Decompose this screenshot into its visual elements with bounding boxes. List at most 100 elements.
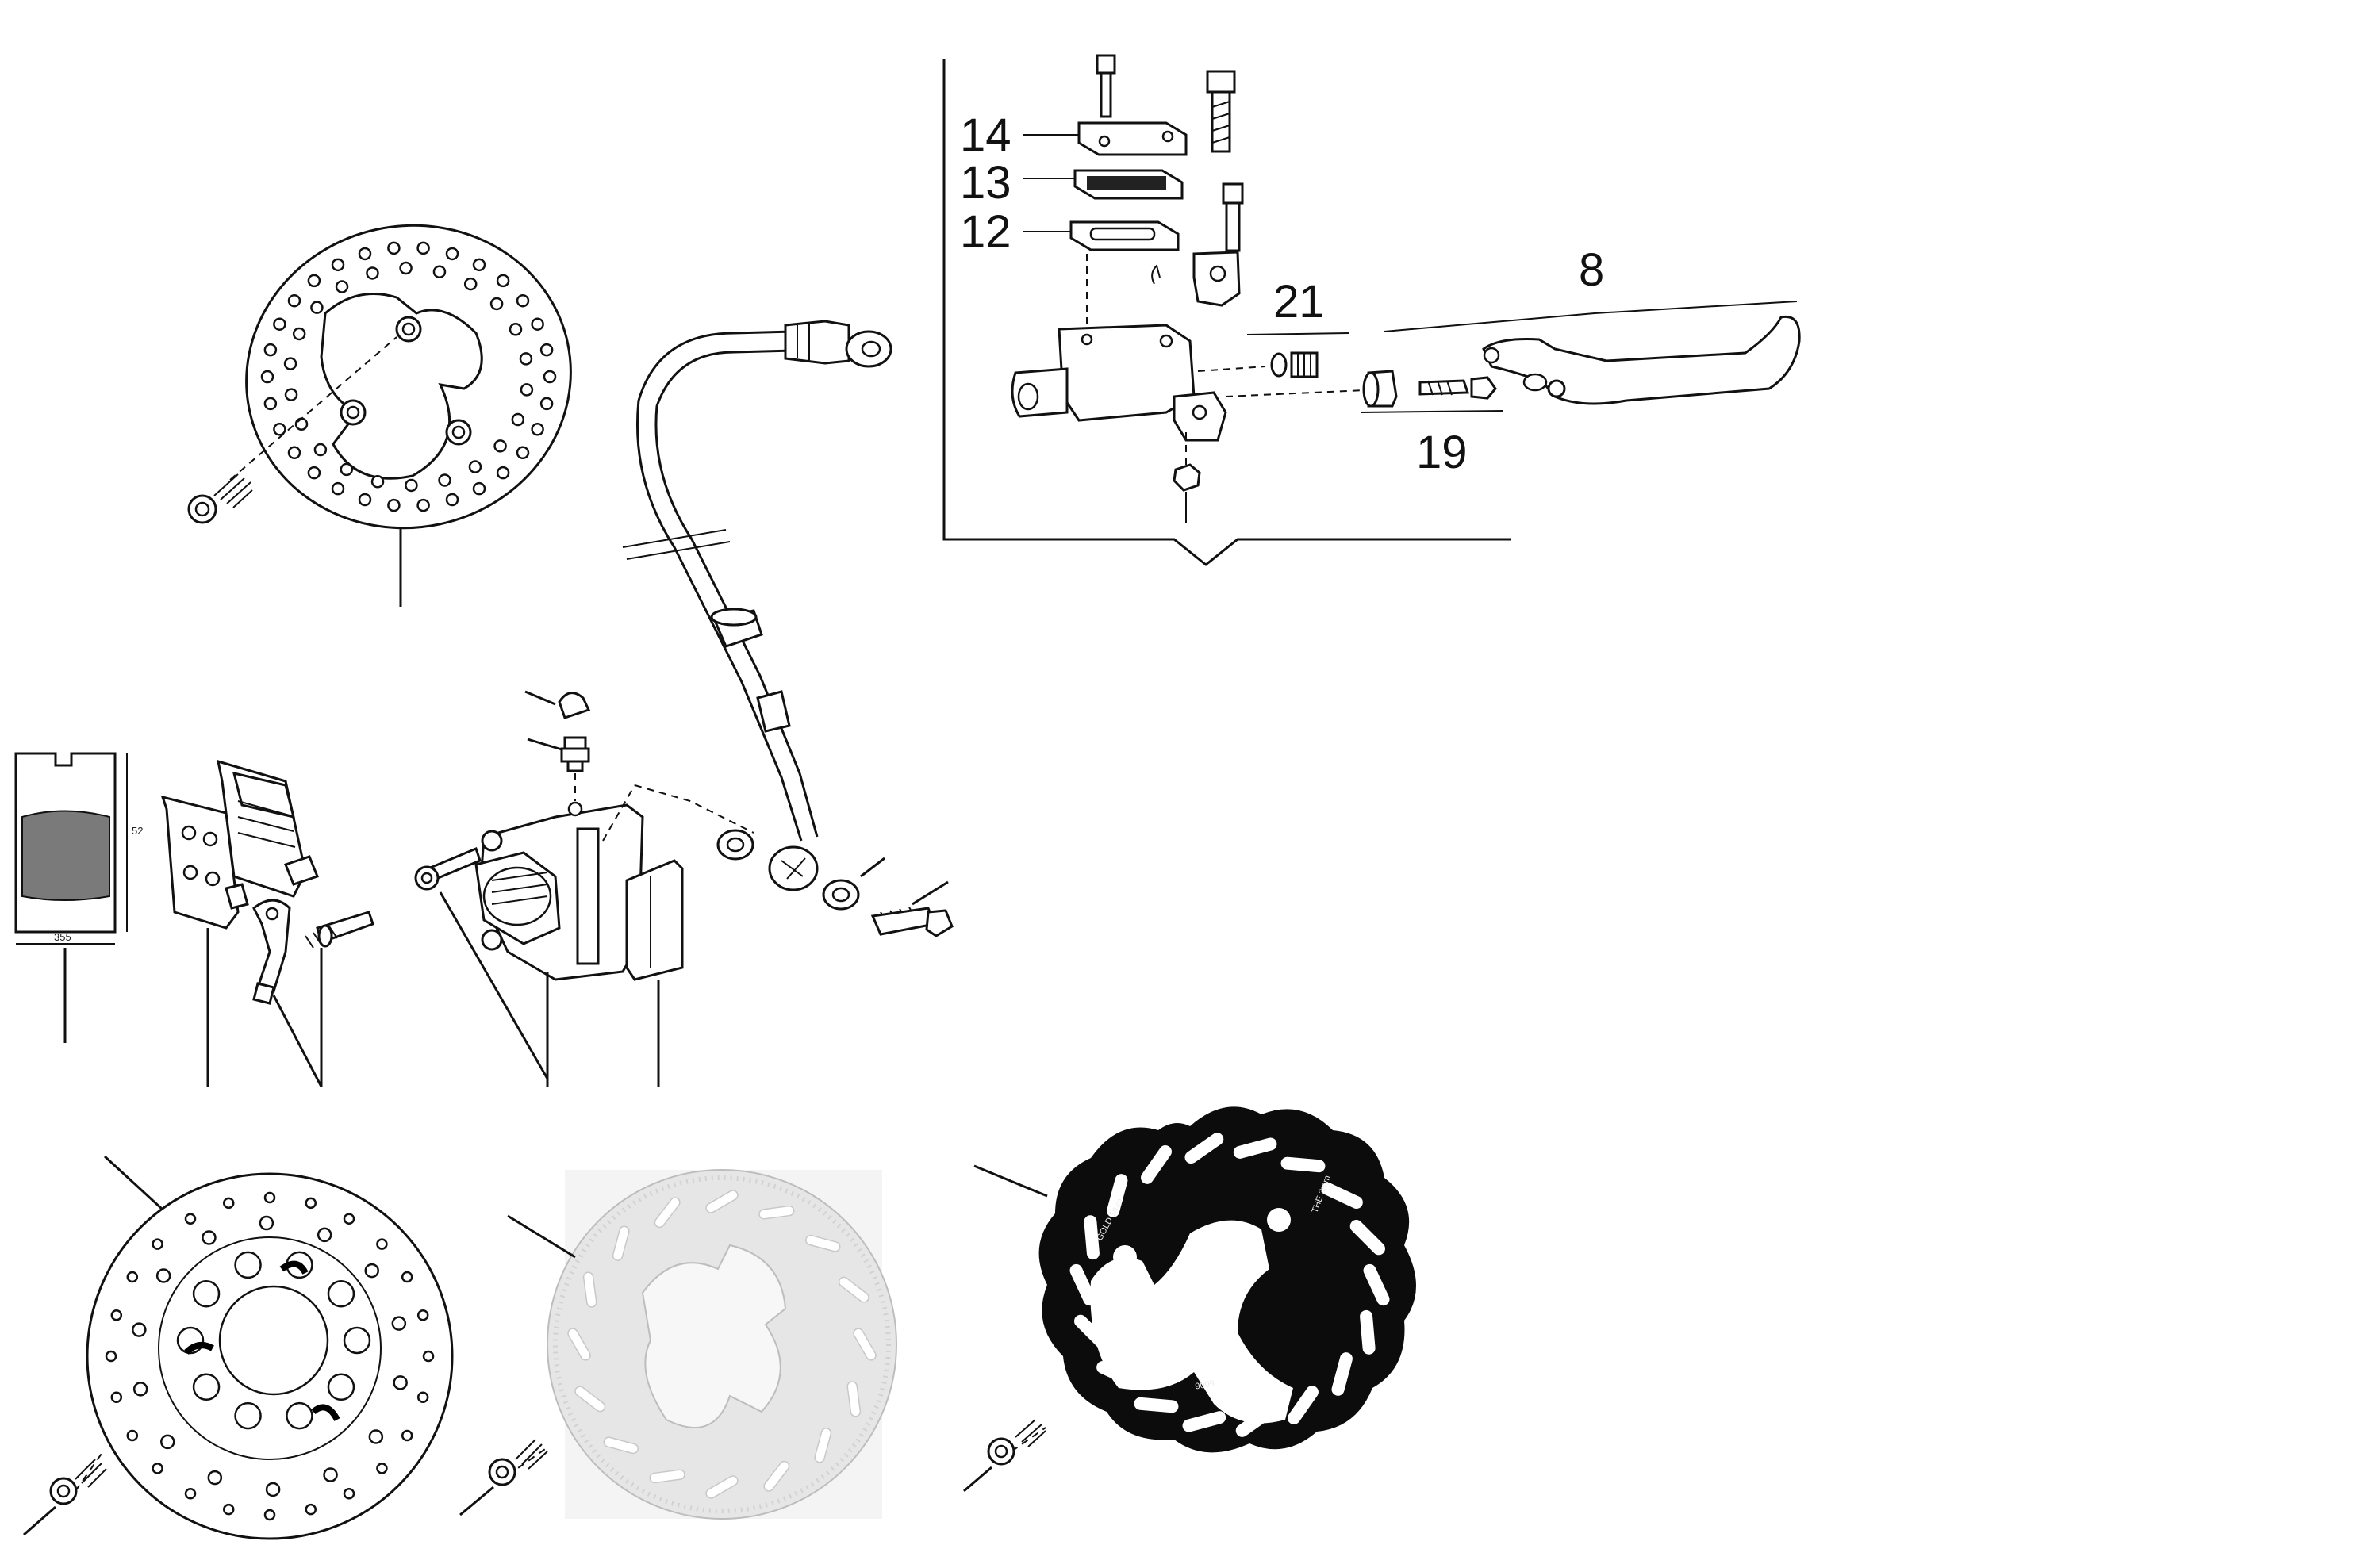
disc-slot bbox=[1331, 1352, 1353, 1396]
vent-hole bbox=[493, 439, 507, 453]
vent-hole bbox=[445, 493, 459, 507]
piston-spring bbox=[1427, 380, 1453, 396]
vent-hole bbox=[343, 1487, 355, 1500]
hose-sleeve bbox=[756, 690, 791, 733]
vent-hole bbox=[393, 1375, 408, 1390]
vent-hole bbox=[416, 498, 430, 512]
vent-hole bbox=[307, 274, 321, 288]
vent-hole bbox=[468, 460, 482, 473]
disc-slot bbox=[853, 1328, 877, 1361]
brake-lever bbox=[1482, 315, 1801, 405]
brushed-disc-slotted bbox=[459, 1169, 897, 1520]
disc-slot bbox=[1107, 1174, 1128, 1217]
disc-slot bbox=[805, 1234, 841, 1252]
vent-hole bbox=[463, 277, 478, 291]
vent-hole bbox=[405, 478, 418, 493]
disc-vent-holes bbox=[260, 241, 557, 512]
leader-disc-2 bbox=[507, 1214, 576, 1259]
disc-slot bbox=[1360, 1309, 1376, 1355]
clamp-hole bbox=[1209, 265, 1226, 282]
hose-break-mark bbox=[626, 541, 731, 560]
disc-bolt bbox=[488, 1439, 548, 1486]
piston-tip bbox=[1470, 376, 1497, 400]
o-ring bbox=[1270, 352, 1288, 378]
brake-pad-pair bbox=[160, 759, 319, 1087]
disc-slot bbox=[1280, 1156, 1326, 1173]
disc-slot bbox=[654, 1197, 681, 1229]
disc-slot bbox=[184, 1342, 214, 1355]
disc-slot bbox=[1182, 1411, 1226, 1432]
bolt-axis bbox=[75, 1451, 104, 1492]
vent-hole bbox=[310, 301, 324, 314]
vent-hole bbox=[531, 423, 544, 436]
piston-axis bbox=[1225, 389, 1365, 397]
cap-hole bbox=[1161, 130, 1174, 143]
switch-axis bbox=[1197, 366, 1266, 372]
leader-banjo-bolt bbox=[912, 880, 949, 906]
leader-pad-spring bbox=[272, 995, 323, 1087]
vent-hole bbox=[370, 475, 385, 489]
leader-bleed-cap bbox=[524, 690, 556, 706]
disc-slot bbox=[705, 1475, 739, 1499]
vent-hole bbox=[152, 1238, 163, 1250]
vent-hole bbox=[539, 343, 554, 357]
vent-hole bbox=[543, 370, 557, 384]
vent-hole bbox=[366, 266, 379, 280]
wave-disc-bolt-hole bbox=[1267, 1208, 1291, 1232]
vent-hole bbox=[401, 1271, 413, 1283]
vent-hole bbox=[531, 317, 544, 331]
leader-bolt-1 bbox=[23, 1505, 56, 1536]
vent-hole bbox=[222, 1503, 235, 1516]
vent-hole bbox=[376, 1463, 388, 1474]
vent-hole bbox=[152, 1463, 163, 1474]
vent-hole bbox=[222, 1197, 235, 1210]
vent-hole bbox=[539, 397, 554, 411]
inset-frame bbox=[942, 59, 1511, 566]
banjo-washer-lower bbox=[822, 879, 860, 911]
vent-hole bbox=[331, 258, 345, 272]
disc-slot bbox=[1184, 1133, 1224, 1164]
leader-washer bbox=[860, 857, 885, 878]
hose-fitting bbox=[784, 320, 850, 365]
disc-slot bbox=[1321, 1183, 1363, 1209]
vent-hole bbox=[364, 1263, 380, 1279]
leader-19 bbox=[1360, 410, 1504, 413]
wave-disc-bolt-hole bbox=[1113, 1245, 1137, 1269]
disc-slot bbox=[1233, 1137, 1277, 1159]
vent-hole bbox=[516, 446, 530, 460]
vent-hole bbox=[126, 1429, 139, 1442]
disc-slot bbox=[846, 1381, 862, 1417]
leader-8 bbox=[1384, 301, 1798, 332]
vent-hole bbox=[184, 1213, 197, 1225]
vent-hole bbox=[335, 280, 349, 293]
leader-bolt-3 bbox=[963, 1466, 992, 1493]
drilled-disc-large-hub bbox=[23, 1155, 454, 1540]
vent-hole bbox=[376, 1238, 388, 1250]
disc-slot bbox=[603, 1436, 639, 1455]
disc-slot bbox=[1235, 1405, 1275, 1437]
bolt-axis bbox=[1011, 1427, 1046, 1452]
leader-bolt-2 bbox=[459, 1486, 494, 1516]
pad-spring-and-pin bbox=[252, 899, 374, 1087]
disc-slot bbox=[1349, 1220, 1385, 1256]
disc-slot bbox=[838, 1276, 869, 1303]
vent-hole bbox=[416, 1309, 429, 1321]
clamp-bolt bbox=[1206, 70, 1236, 153]
vent-hole bbox=[305, 1503, 317, 1516]
wave-disc-hub-cutout bbox=[1090, 1220, 1293, 1424]
vent-hole bbox=[445, 247, 459, 261]
banjo-washer-upper bbox=[716, 829, 754, 861]
vent-hole bbox=[472, 481, 486, 496]
vent-hole bbox=[489, 297, 504, 311]
disc-slot bbox=[1141, 1145, 1172, 1184]
caliper-axis bbox=[602, 784, 635, 842]
vent-hole bbox=[234, 1251, 262, 1279]
vent-hole bbox=[207, 1470, 223, 1486]
wave-disc-black: THE 3mm GOLD 1mm 5006 bbox=[963, 1106, 1416, 1493]
vent-hole bbox=[287, 446, 301, 460]
vent-hole bbox=[132, 1382, 148, 1397]
disc-slot bbox=[612, 1225, 630, 1261]
vent-hole bbox=[287, 293, 301, 308]
disc-slot bbox=[1084, 1215, 1100, 1260]
vent-hole bbox=[234, 1401, 262, 1430]
